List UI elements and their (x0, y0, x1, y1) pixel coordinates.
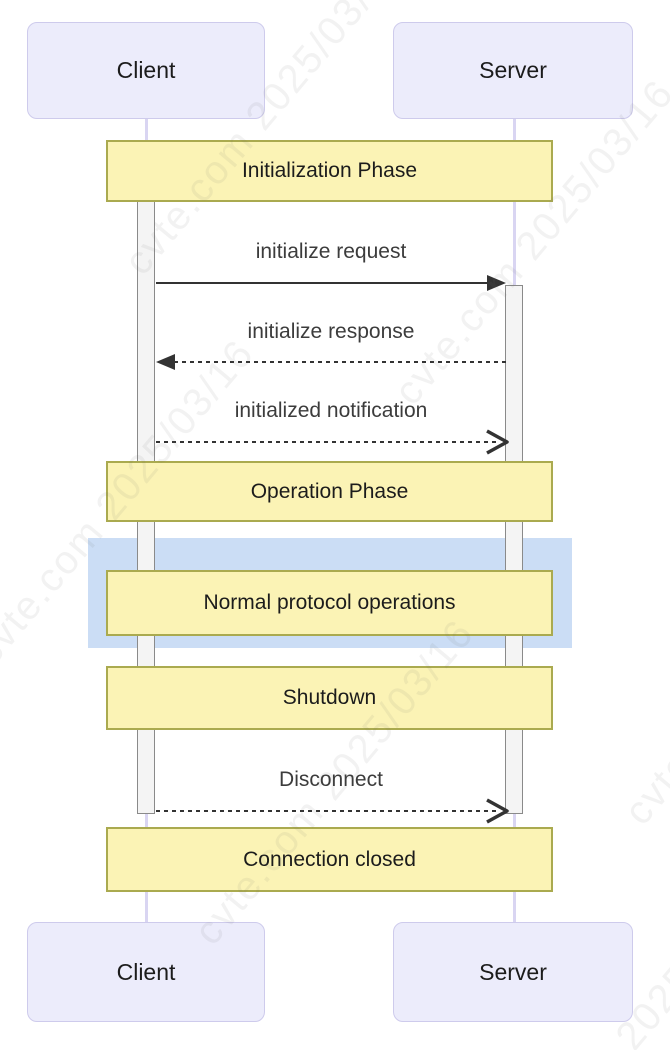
phase-band-operation: Operation Phase (106, 461, 553, 522)
message-label-initialized-notification: initialized notification (234, 399, 428, 422)
arrow-initialized-notification (156, 429, 509, 455)
actor-server-top: Server (393, 22, 633, 119)
actor-client-top: Client (27, 22, 265, 119)
arrow-initialize-response (156, 354, 506, 370)
phase-band-shutdown: Shutdown (106, 666, 553, 730)
actor-client-bottom: Client (27, 922, 265, 1022)
message-label-initialize-response: initialize response (247, 320, 415, 343)
arrow-disconnect (156, 798, 509, 824)
arrow-initialize-request (156, 275, 506, 291)
phase-band-initialization: Initialization Phase (106, 140, 553, 202)
phase-band-normal-operations: Normal protocol operations (106, 570, 553, 636)
message-label-initialize-request: initialize request (255, 240, 407, 263)
actor-server-bottom: Server (393, 922, 633, 1022)
message-label-disconnect: Disconnect (279, 768, 383, 791)
phase-band-connection-closed: Connection closed (106, 827, 553, 892)
